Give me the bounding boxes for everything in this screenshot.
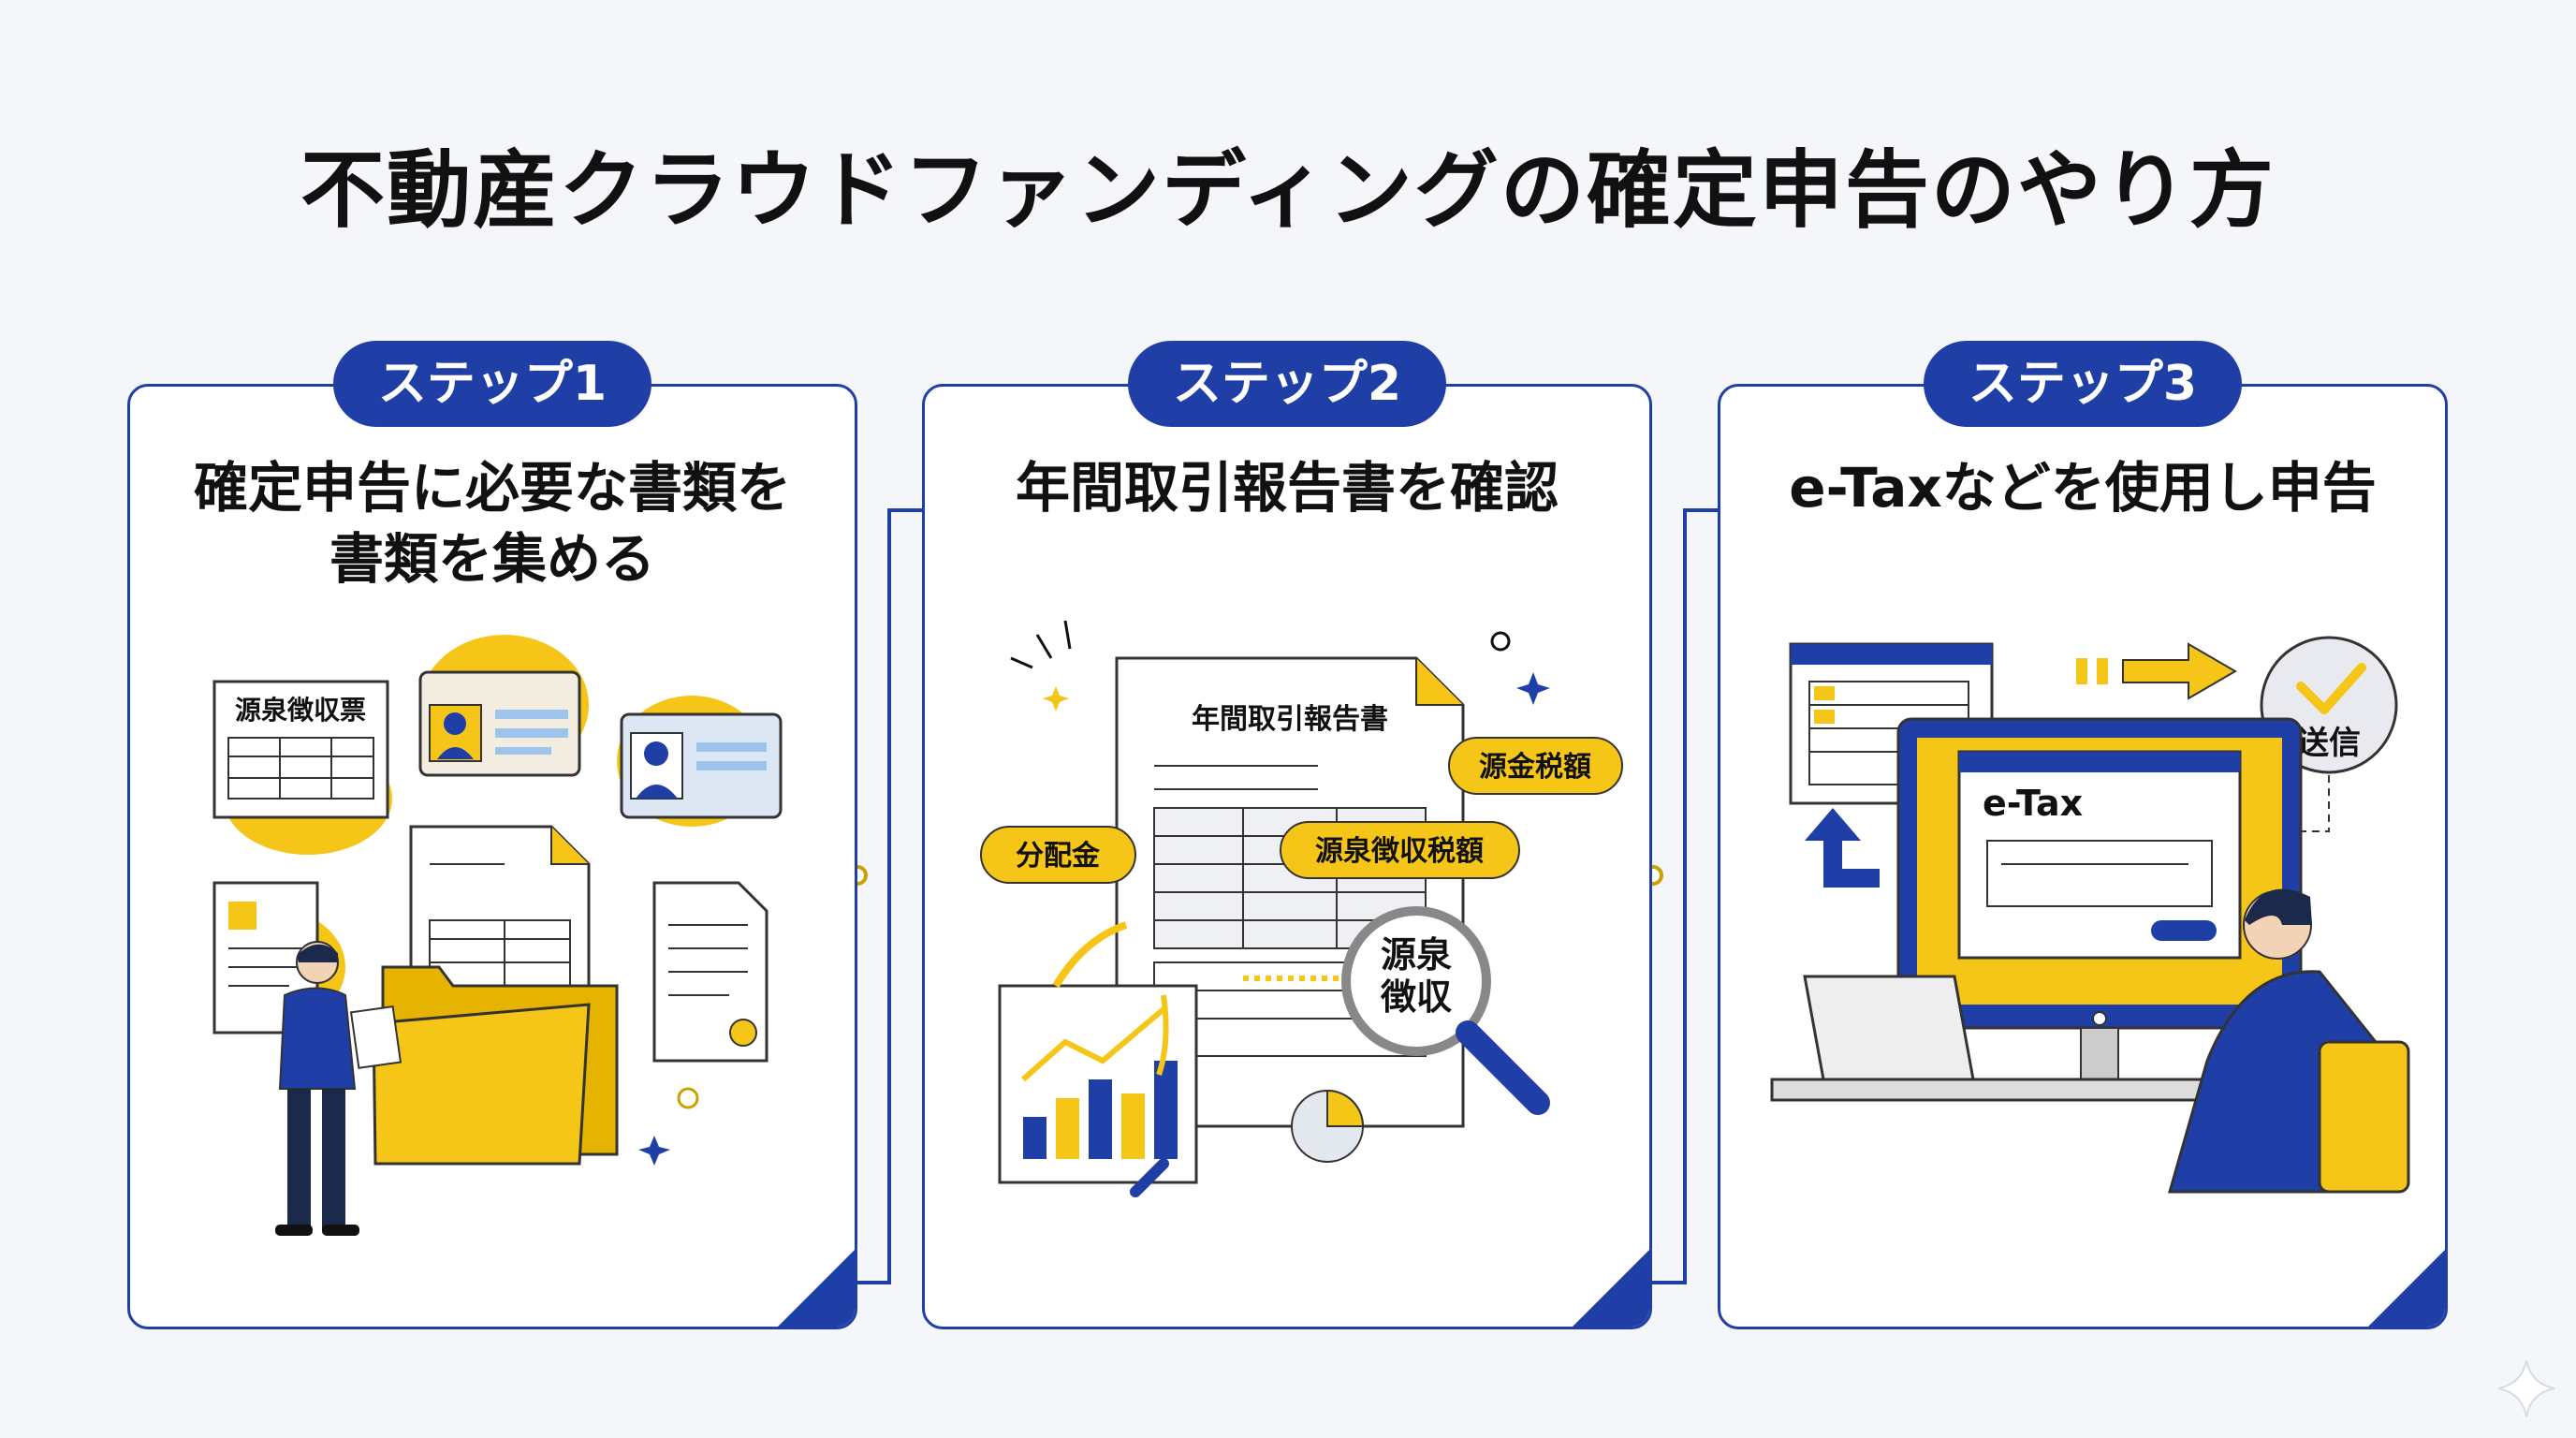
- folder-front: [372, 1003, 591, 1166]
- up-arrow-icon: [1805, 808, 1880, 888]
- send-label: 送信: [2297, 725, 2361, 762]
- sparkle-icon: [2497, 1359, 2555, 1417]
- magnifier-label-1: 源泉: [1381, 934, 1452, 976]
- report-title-label: 年間取引報告書: [1192, 703, 1388, 736]
- withholding-tax-callout: [1280, 821, 1520, 879]
- step1-illustration: 源泉徴収票: [212, 635, 783, 1236]
- step3-heading: e-Taxなどを使用し申告: [1720, 452, 2445, 523]
- laptop: [1803, 975, 1975, 1081]
- magnifier-lens: [1341, 906, 1491, 1056]
- step3-illustration: 送信 e-Tax: [1770, 636, 2410, 1194]
- card-corner-accent: [1571, 1248, 1649, 1327]
- step1-badge: ステップ1: [333, 341, 651, 427]
- pen-icon: [1130, 1158, 1169, 1197]
- page-title: 不動産クラウドファンディングの確定申告のやり方: [300, 141, 2276, 240]
- check-icon: [2296, 663, 2366, 714]
- send-arrow-icon: [2122, 642, 2237, 700]
- step2-card: 年間取引報告書を確認 年間取引報告書: [922, 384, 1652, 1329]
- card-corner-accent: [776, 1248, 855, 1327]
- step1-heading-line1: 確定申告に必要な書類を: [193, 456, 791, 520]
- step1-heading: 確定申告に必要な書類を 書類を集める: [130, 452, 855, 594]
- step2-badge: ステップ2: [1128, 341, 1446, 427]
- step1-heading-line2: 書類を集める: [329, 527, 655, 591]
- decor-circle: [677, 1087, 699, 1109]
- step3-heading-line1: e-Taxなどを使用し申告: [1789, 456, 2377, 520]
- withholding-tax-label: 源泉徴収税額: [1315, 835, 1484, 868]
- step3-card: e-Taxなどを使用し申告 送信 e-Tax: [1718, 384, 2448, 1329]
- chair: [2318, 1040, 2410, 1194]
- magnifier-label-2: 徴収: [1380, 976, 1452, 1018]
- etax-submit-button: [2151, 920, 2217, 941]
- step2-heading-line1: 年間取引報告書を確認: [1015, 456, 1559, 520]
- dividend-callout: [980, 826, 1136, 884]
- card-corner-accent: [2366, 1248, 2445, 1327]
- withholding-slip-label: 源泉徴収票: [235, 695, 366, 726]
- step2-illustration: 年間取引報告書 源金税額 分配金 源泉徴収税額: [980, 620, 1623, 1197]
- tax-amount-callout: [1448, 737, 1623, 795]
- tax-amount-label: 源金税額: [1479, 751, 1591, 784]
- step3-badge: ステップ3: [1924, 341, 2242, 427]
- etax-label: e-Tax: [1983, 783, 2083, 824]
- dividend-label: 分配金: [1016, 840, 1101, 873]
- person-figure: [275, 941, 402, 1236]
- sparkle-icon: [638, 1136, 670, 1166]
- step2-heading: 年間取引報告書を確認: [925, 452, 1649, 523]
- step1-card: 確定申告に必要な書類を 書類を集める 源泉徴収票: [127, 384, 857, 1329]
- person-at-desk: [2168, 888, 2410, 1194]
- magnifier-handle: [1456, 1020, 1550, 1115]
